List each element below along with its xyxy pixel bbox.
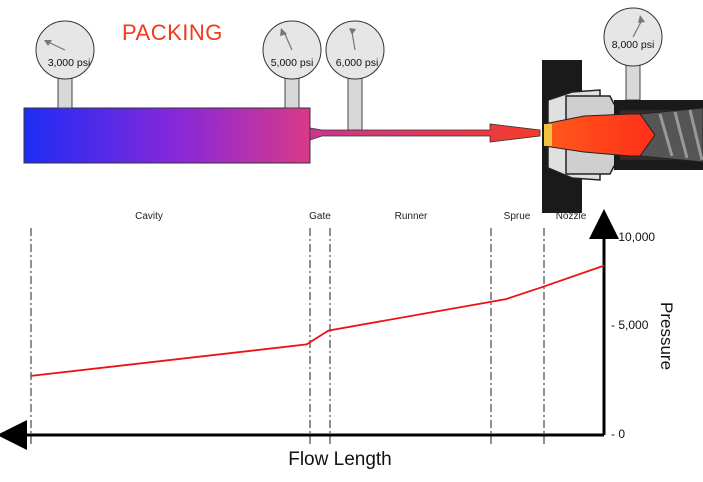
section-dividers: [30, 228, 545, 446]
gauge-8000: [603, 7, 663, 67]
nozzle-assembly: [542, 60, 703, 213]
page-title: PACKING: [122, 20, 223, 45]
segment-label-cavity: Cavity: [135, 211, 163, 222]
gauge-5000-label: 5,000 psi: [271, 57, 314, 69]
gauge-6000-label: 6,000 psi: [336, 57, 379, 69]
gauge-6000: [325, 20, 385, 80]
y-tick-5000: - 5,000: [611, 318, 649, 332]
cavity-body: [23, 107, 311, 164]
gauge-5000: [262, 20, 322, 80]
gauge-8000-label: 8,000 psi: [612, 39, 655, 51]
gauge-3000: [35, 20, 95, 80]
segment-label-gate: Gate: [309, 211, 331, 222]
segment-label-sprue: Sprue: [503, 211, 531, 222]
y-axis-label: Pressure: [657, 302, 676, 371]
x-axis-label: Flow Length: [288, 449, 392, 470]
segment-label-nozzle: Nozzle: [555, 211, 587, 222]
y-tick-10000: - 10,000: [611, 230, 656, 244]
y-tick-0: - 0: [611, 427, 626, 441]
segment-label-runner: Runner: [394, 211, 428, 222]
gauge-3000-label: 3,000 psi: [48, 57, 91, 69]
runner-channel: [309, 123, 541, 143]
gauge-stems: [57, 61, 641, 131]
pressure-line: [30, 264, 605, 377]
